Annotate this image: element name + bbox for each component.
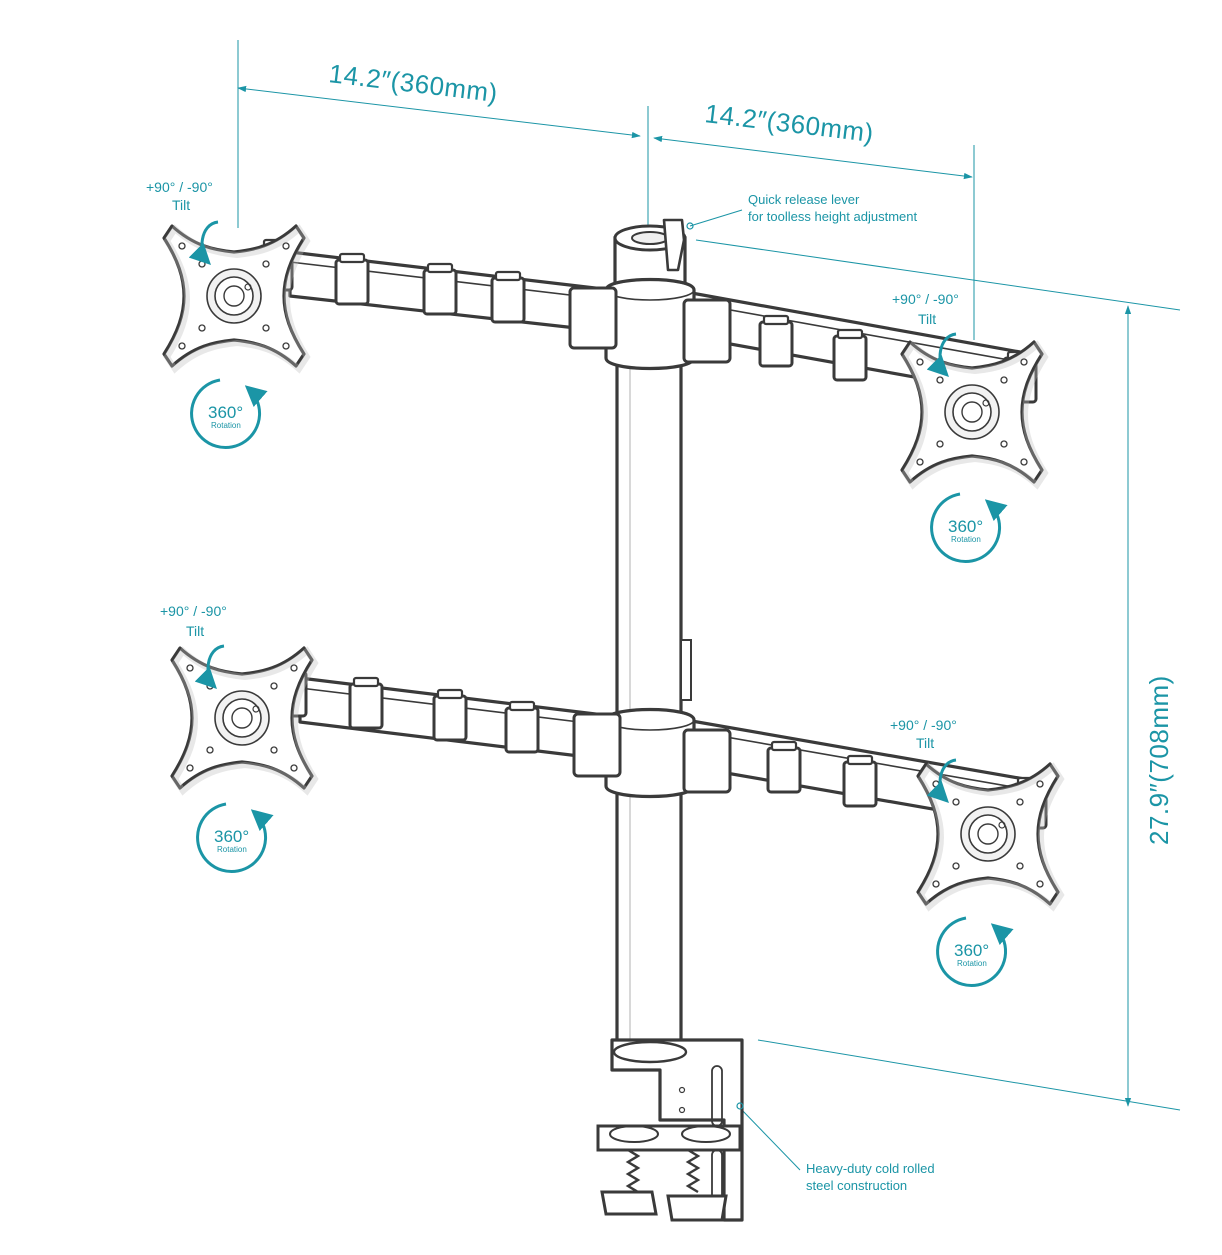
dimension-left-width: 14.2″(360mm) (327, 58, 499, 108)
svg-text:steel construction: steel construction (806, 1178, 907, 1193)
rotation-badge-top-left: 360° Rotation (192, 380, 260, 448)
dimension-right-width: 14.2″(360mm) (703, 98, 875, 148)
rotation-badge-bottom-right: 360° Rotation (938, 918, 1006, 986)
dimension-lines (237, 40, 1181, 1171)
svg-text:360°: 360° (208, 403, 243, 422)
vesa-plate-top-left (164, 226, 307, 369)
svg-text:+90° / -90°: +90° / -90° (890, 717, 957, 733)
tilt-label-top-right: +90° / -90° Tilt (892, 291, 959, 327)
svg-text:Rotation: Rotation (217, 845, 247, 854)
svg-text:+90° / -90°: +90° / -90° (160, 603, 227, 619)
rotation-badge-bottom-left: 360° Rotation (198, 804, 266, 872)
svg-text:Tilt: Tilt (916, 735, 934, 751)
svg-text:Rotation: Rotation (951, 535, 981, 544)
dimension-height: 27.9″(708mm) (1144, 675, 1174, 845)
vesa-plate-bottom-left (172, 648, 315, 791)
svg-text:Tilt: Tilt (172, 197, 190, 213)
desk-clamp (596, 1038, 744, 1222)
tilt-label-top-left: +90° / -90° Tilt (146, 179, 213, 213)
tilt-label-bottom-right: +90° / -90° Tilt (890, 717, 957, 751)
svg-text:360°: 360° (214, 827, 249, 846)
svg-text:Quick release lever: Quick release lever (748, 192, 860, 207)
svg-text:Rotation: Rotation (957, 959, 987, 968)
rotation-badge-top-right: 360° Rotation (932, 494, 1000, 562)
svg-text:Heavy-duty cold rolled: Heavy-duty cold rolled (806, 1161, 935, 1176)
annotation-steel: Heavy-duty cold rolled steel constructio… (806, 1161, 935, 1193)
svg-text:360°: 360° (948, 517, 983, 536)
svg-text:Rotation: Rotation (211, 421, 241, 430)
annotation-quick-release: Quick release lever for toolless height … (748, 192, 917, 224)
svg-text:Tilt: Tilt (918, 311, 936, 327)
svg-text:+90° / -90°: +90° / -90° (892, 291, 959, 307)
svg-text:+90° / -90°: +90° / -90° (146, 179, 213, 195)
svg-text:for toolless height adjustment: for toolless height adjustment (748, 209, 917, 224)
mounting-pole (615, 298, 692, 1062)
tilt-label-bottom-left: +90° / -90° Tilt (160, 603, 227, 639)
svg-text:360°: 360° (954, 941, 989, 960)
svg-text:Tilt: Tilt (186, 623, 204, 639)
